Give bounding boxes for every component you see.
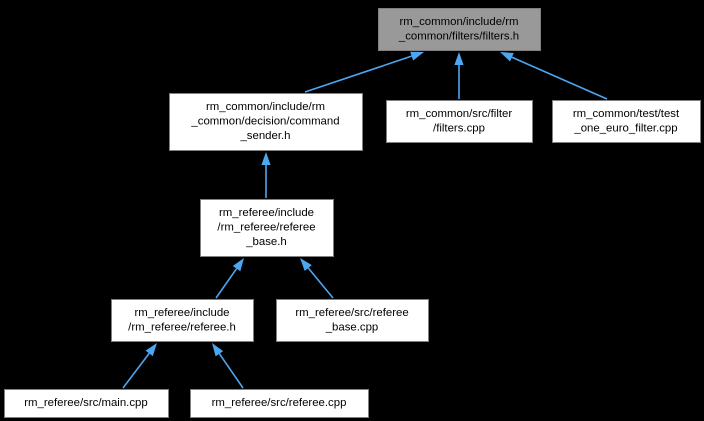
node-label-line: _common/filters/filters.h	[398, 30, 519, 42]
edge-line	[304, 55, 412, 93]
node-label-line: _base.cpp	[325, 321, 379, 333]
node-label-line: _common/decision/command	[190, 116, 339, 128]
node-label-line: _sender.h	[239, 130, 290, 142]
node-box[interactable]	[276, 299, 429, 342]
node-label-line: rm_referee/include	[135, 307, 230, 319]
edge-arrowhead-icon	[500, 52, 514, 62]
graph-node-filters_cpp[interactable]: rm_common/src/filter/filters.cpp	[386, 100, 533, 143]
edge-line	[218, 353, 244, 389]
node-box[interactable]	[200, 199, 334, 257]
edge-arrowhead-icon	[261, 152, 271, 165]
node-label-line: rm_common/test/test	[573, 108, 680, 120]
node-label-line: rm_referee/src/referee.cpp	[212, 397, 347, 409]
node-label-line: rm_referee/include	[219, 207, 314, 219]
graph-node-main_cpp[interactable]: rm_referee/src/main.cpp	[4, 389, 169, 418]
edge-arrowhead-icon	[232, 258, 244, 272]
node-box[interactable]	[111, 299, 254, 342]
graph-edge	[122, 343, 157, 389]
edge-arrowhead-icon	[454, 52, 464, 65]
graph-edge	[500, 52, 608, 100]
edge-arrowhead-icon	[410, 51, 424, 61]
graph-node-filters_h[interactable]: rm_common/include/rm _common/filters/filt…	[378, 8, 541, 51]
node-box[interactable]	[552, 100, 701, 143]
node-label-line: /rm_referee/referee.h	[128, 321, 236, 333]
graph-node-referee_base_cpp[interactable]: rm_referee/src/referee _base.cpp	[276, 299, 429, 342]
graph-edges	[122, 51, 608, 389]
graph-node-referee_cpp[interactable]: rm_referee/src/referee.cpp	[190, 389, 369, 418]
graph-edge	[215, 258, 244, 299]
edge-line	[122, 352, 150, 389]
graph-edge	[304, 51, 424, 93]
node-label-line: rm_common/src/filter	[406, 108, 513, 120]
node-box[interactable]	[190, 389, 369, 418]
edge-line	[215, 268, 238, 299]
graph-edge	[300, 258, 334, 299]
node-box[interactable]	[386, 100, 533, 143]
graph-edge	[212, 343, 244, 389]
edge-line	[307, 267, 334, 299]
node-label-line: _one_euro_filter.cpp	[573, 122, 677, 134]
graph-node-referee_base_h[interactable]: rm_referee/include/rm_referee/referee _ba…	[200, 199, 334, 257]
node-box[interactable]	[169, 93, 363, 151]
node-box[interactable]	[4, 389, 169, 418]
node-label-line: rm_referee/src/referee	[295, 307, 408, 319]
edge-line	[511, 56, 608, 100]
node-label-line: /filters.cpp	[433, 122, 485, 134]
node-label-line: rm_referee/src/main.cpp	[24, 397, 147, 409]
node-label-line: /rm_referee/referee	[217, 222, 315, 234]
edge-arrowhead-icon	[212, 343, 224, 357]
graph-nodes: rm_common/include/rm _common/filters/filt…	[4, 8, 701, 418]
graph-node-referee_h[interactable]: rm_referee/include/rm_referee/referee.h	[111, 299, 254, 342]
node-label-line: rm_common/include/rm	[399, 16, 518, 28]
graph-node-test_one_euro_filter_cpp[interactable]: rm_common/test/test _one_euro_filter.cpp	[552, 100, 701, 143]
graph-edge	[454, 52, 464, 99]
edge-arrowhead-icon	[300, 258, 312, 271]
edge-arrowhead-icon	[145, 343, 157, 357]
node-box[interactable]	[378, 8, 541, 51]
graph-edge	[261, 152, 271, 198]
node-label-line: _base.h	[245, 236, 287, 248]
node-label-line: rm_common/include/rm	[206, 101, 325, 113]
graph-node-command_sender_h[interactable]: rm_common/include/rm _common/decision/com…	[169, 93, 363, 151]
